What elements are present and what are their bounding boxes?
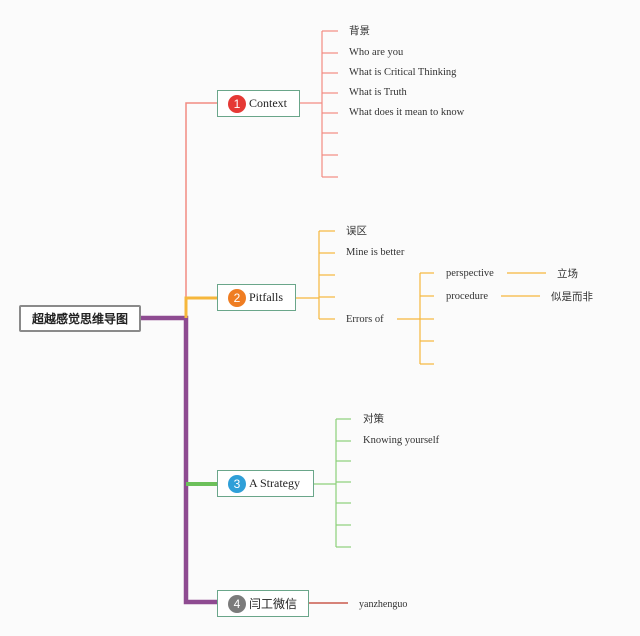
branch-pitfalls[interactable]: 2 Pitfalls <box>217 284 296 311</box>
number-badge-3: 3 <box>228 474 246 493</box>
trunk-to-pitfalls <box>184 296 217 318</box>
errors-leaf-standpoint: 立场 <box>557 268 578 280</box>
branch-context-title: Context <box>249 96 287 110</box>
strategy-item-knowing-yourself: Knowing yourself <box>363 435 440 446</box>
branch-strategy-title: A Strategy <box>249 476 300 490</box>
branch-strategy[interactable]: 3 A Strategy <box>217 470 314 497</box>
pitfalls-item-misconception: 误区 <box>346 225 367 237</box>
pitfalls-children-lines <box>296 230 546 365</box>
trunk-line <box>141 315 217 605</box>
pitfalls-item-mine-is-better: Mine is better <box>346 247 405 258</box>
errors-leaf-specious: 似是而非 <box>551 291 593 303</box>
branch-pitfalls-title: Pitfalls <box>249 290 284 304</box>
wechat-item-id: yanzhenguo <box>359 599 408 610</box>
strategy-item-countermeasure: 对策 <box>363 413 384 425</box>
pitfalls-item-errors-of: Errors of <box>346 314 384 325</box>
branch-context[interactable]: 1 Context <box>217 90 300 117</box>
context-children-lines <box>300 30 338 178</box>
context-item-who-are-you: Who are you <box>349 47 404 58</box>
root-title: 超越感觉思维导图 <box>31 312 128 326</box>
strategy-children-lines <box>314 418 351 548</box>
number-badge-4: 4 <box>228 594 246 613</box>
errors-item-perspective: perspective <box>446 268 494 279</box>
branch-wechat[interactable]: 4 闫工微信 <box>217 590 309 617</box>
branch-wechat-title: 闫工微信 <box>249 597 298 611</box>
context-item-background: 背景 <box>349 25 370 37</box>
context-item-to-know: What does it mean to know <box>349 107 465 118</box>
number-badge-1: 1 <box>228 94 246 113</box>
root-node[interactable]: 超越感觉思维导图 <box>19 305 141 332</box>
context-item-truth: What is Truth <box>349 87 407 98</box>
context-item-critical-thinking: What is Critical Thinking <box>349 67 457 78</box>
trunk-to-context <box>185 102 217 318</box>
number-badge-2: 2 <box>228 288 246 307</box>
errors-item-procedure: procedure <box>446 291 488 302</box>
